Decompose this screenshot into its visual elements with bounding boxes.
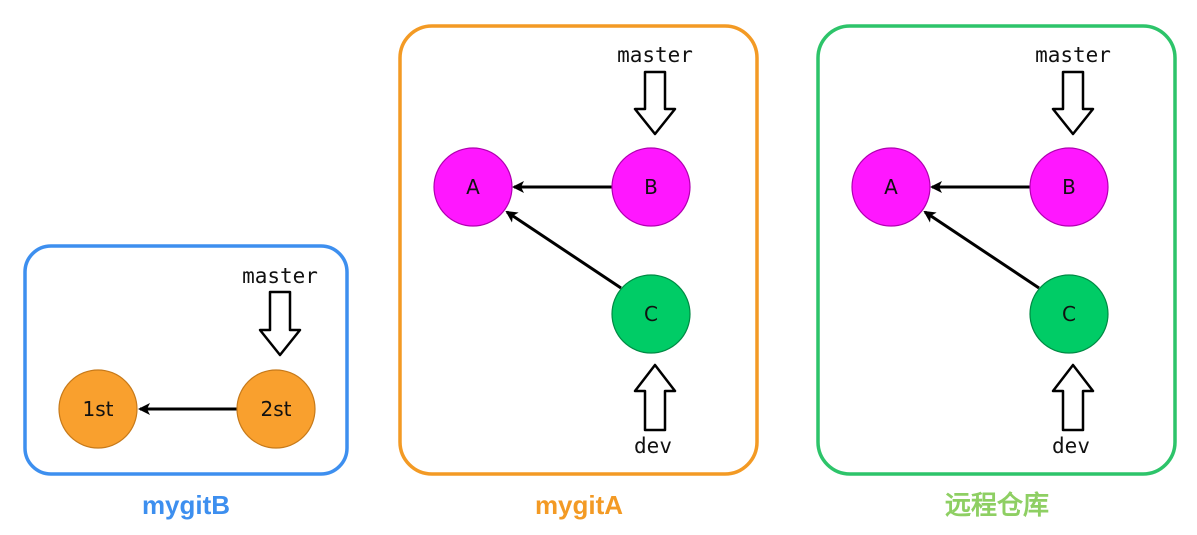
parent-arrow-C-to-A xyxy=(923,210,1040,290)
ref-dev-mygitA: dev xyxy=(633,363,677,458)
parent-arrow-C-to-A xyxy=(505,210,622,290)
repo-mygitB: 1st 2st master mygitB xyxy=(23,244,349,520)
commit-node-A: A xyxy=(851,147,931,227)
down-arrow-icon xyxy=(1051,70,1095,136)
commit-node-C: C xyxy=(1029,274,1109,354)
repo-caption-mygitA: mygitA xyxy=(535,490,623,520)
ref-label-dev: dev xyxy=(634,434,672,458)
commit-node-B: B xyxy=(1029,147,1109,227)
commit-label: C xyxy=(1062,302,1076,326)
commit-label: C xyxy=(644,302,658,326)
commit-label: A xyxy=(466,175,480,199)
repo-mygitA: A B C master dev mygitA xyxy=(398,24,759,520)
repo-frame-mygitB xyxy=(23,244,349,476)
down-arrow-icon xyxy=(633,70,677,136)
ref-master-mygitB: master xyxy=(242,264,318,357)
ref-master-mygitA: master xyxy=(617,43,693,136)
repo-frame-mygitA xyxy=(398,24,759,476)
down-arrow-icon xyxy=(258,290,302,357)
ref-dev-remote: dev xyxy=(1051,363,1095,458)
commit-node-A: A xyxy=(433,147,513,227)
commit-node-1st: 1st xyxy=(58,369,138,449)
repo-caption-mygitB: mygitB xyxy=(142,490,230,520)
commit-label: B xyxy=(1062,175,1076,199)
commit-node-C: C xyxy=(611,274,691,354)
up-arrow-icon xyxy=(633,363,677,432)
commit-node-2st: 2st xyxy=(236,369,316,449)
commit-label: 2st xyxy=(261,397,292,421)
ref-label-master: master xyxy=(242,264,318,288)
commit-label: A xyxy=(884,175,898,199)
up-arrow-icon xyxy=(1051,363,1095,432)
commit-label: B xyxy=(644,175,658,199)
ref-label-dev: dev xyxy=(1052,434,1090,458)
ref-master-remote: master xyxy=(1035,43,1111,136)
ref-label-master: master xyxy=(617,43,693,67)
ref-label-master: master xyxy=(1035,43,1111,67)
repo-remote: A B C master dev 远程仓库 xyxy=(816,24,1177,520)
commit-node-B: B xyxy=(611,147,691,227)
repo-caption-remote: 远程仓库 xyxy=(945,490,1049,520)
commit-label: 1st xyxy=(83,397,114,421)
repo-frame-remote xyxy=(816,24,1177,476)
